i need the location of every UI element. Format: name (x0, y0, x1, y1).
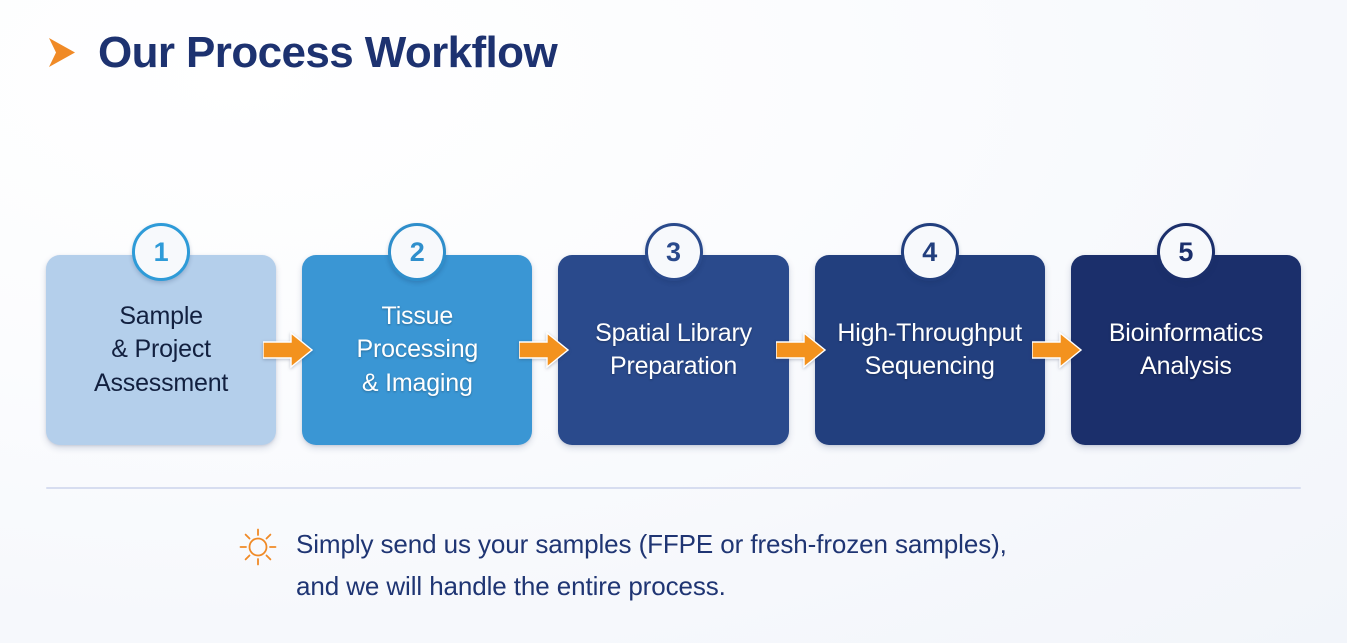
workflow-step-1[interactable]: 1 Sample & Project Assessment (46, 223, 314, 445)
workflow-step-2[interactable]: 2 Tissue Processing & Imaging (302, 223, 570, 445)
page-title: Our Process Workflow (98, 28, 558, 77)
step-label-1: Sample & Project Assessment (94, 302, 229, 397)
connector-arrow-1 (263, 330, 314, 370)
step-badge-4: 4 (900, 223, 959, 281)
page-header: Our Process Workflow (46, 28, 558, 77)
connector-arrow-3 (775, 330, 826, 370)
step-badge-5: 5 (1156, 223, 1215, 281)
step-label-2: Tissue Processing & Imaging (356, 302, 479, 397)
chevron-right-icon (49, 38, 75, 68)
connector-arrow-2 (519, 330, 570, 370)
connector-arrow-4 (1031, 330, 1082, 370)
section-divider (46, 487, 1301, 489)
workflow-steps: 1 Sample & Project Assessment 2 Tissue P… (46, 223, 1302, 445)
workflow-step-4[interactable]: 4 High-Throughput Sequencing (814, 223, 1082, 445)
footer-note-text: Simply send us your samples (FFPE or fre… (296, 529, 1007, 602)
step-label-5: Bioinformatics Analysis (1108, 318, 1264, 380)
step-badge-3: 3 (644, 223, 703, 281)
sun-icon (239, 528, 277, 566)
step-label-3: Spatial Library Preparation (595, 318, 752, 380)
step-label-4: High-Throughput Sequencing (837, 318, 1023, 380)
workflow-step-3[interactable]: 3 Spatial Library Preparation (558, 223, 826, 445)
workflow-step-5[interactable]: 5 Bioinformatics Analysis (1070, 223, 1302, 445)
step-badge-2: 2 (388, 223, 447, 281)
footer-note: Simply send us your samples (FFPE or fre… (238, 523, 1007, 607)
step-badge-1: 1 (132, 223, 191, 281)
